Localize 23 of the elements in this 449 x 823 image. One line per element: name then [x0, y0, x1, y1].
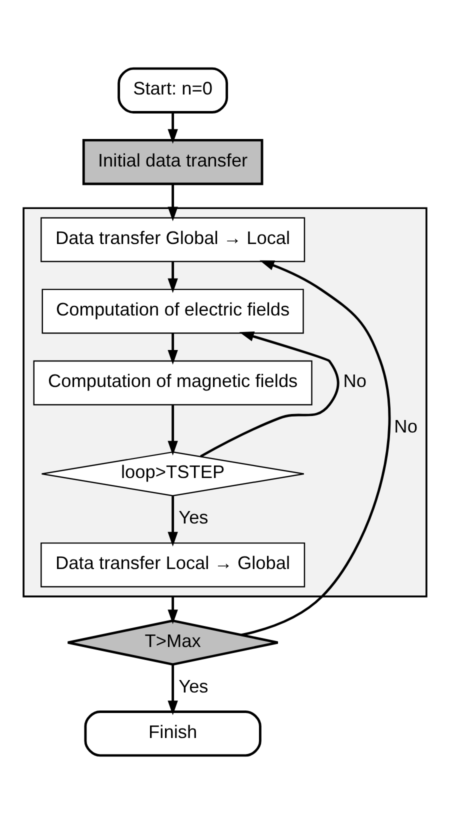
- arrow: [167, 496, 178, 546]
- edge-label: No: [394, 416, 417, 436]
- arrow: [167, 184, 178, 221]
- node-box: Computation of electric fields: [41, 288, 304, 334]
- node-box: Data transfer Local → Global: [40, 542, 305, 587]
- arrow: [240, 260, 390, 636]
- node-diamond: T>Max: [66, 618, 278, 666]
- node-box: Initial data transfer: [82, 138, 263, 185]
- arrow: [167, 261, 178, 292]
- arrow: [167, 664, 178, 715]
- edge-label: No: [342, 370, 366, 391]
- arrow: [200, 330, 339, 457]
- node-box: Computation of magnetic fields: [32, 360, 312, 405]
- node-box: Finish: [84, 710, 261, 756]
- arrow: [167, 332, 178, 364]
- edge-label: Yes: [178, 507, 208, 528]
- edge-label: Yes: [178, 676, 208, 696]
- node-box: Data transfer Global → Local: [40, 216, 305, 262]
- arrow: [167, 404, 178, 455]
- node-box: Start: n=0: [117, 66, 228, 113]
- arrow: [167, 596, 178, 624]
- arrow: [167, 112, 178, 144]
- node-diamond: loop>TSTEP: [40, 450, 304, 496]
